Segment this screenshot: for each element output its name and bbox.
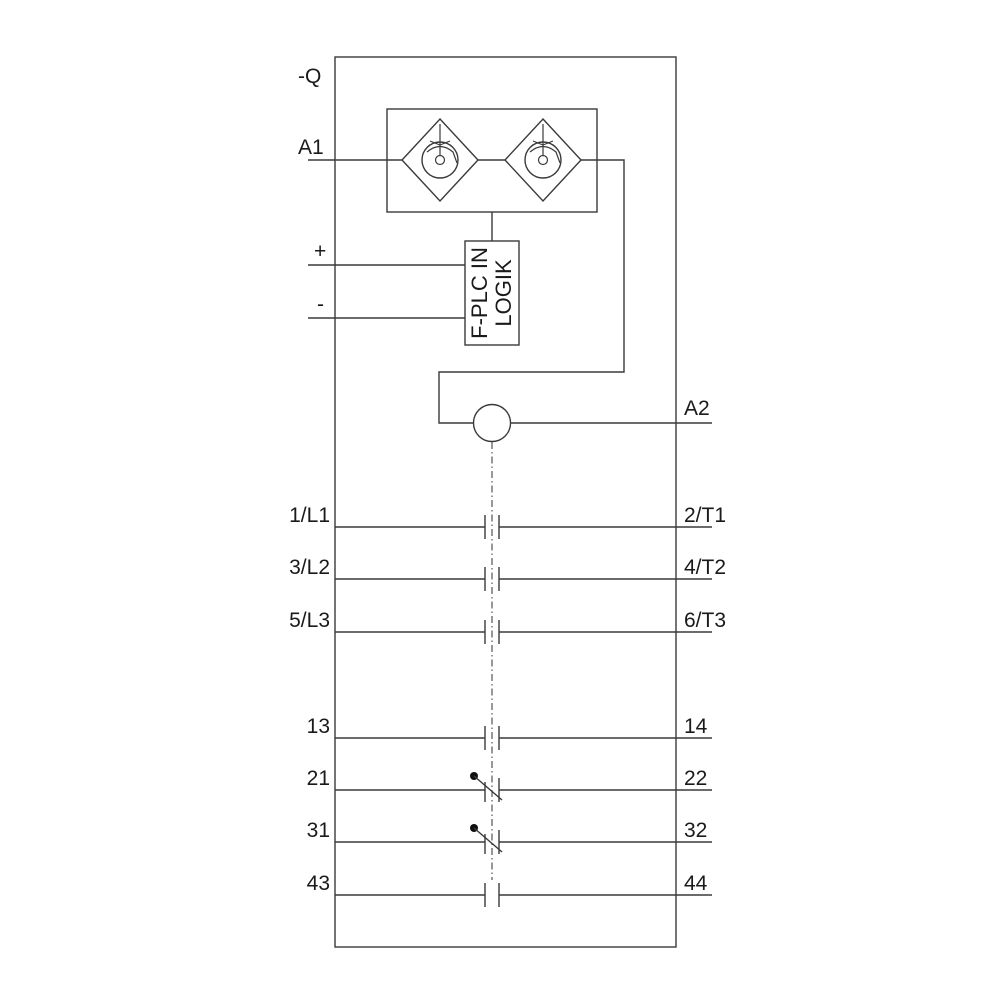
- terminal-a2-label: A2: [684, 397, 710, 420]
- main-contact-2-right-label: 4/T2: [684, 556, 726, 579]
- plc-logic-line2: LOGIK: [491, 259, 516, 327]
- aux-contact-3-nc-blade: [473, 827, 503, 853]
- aux-contact-2-right-label: 22: [684, 767, 707, 790]
- aux-contact-3-left-label: 31: [307, 819, 330, 842]
- main-contact-3-right-label: 6/T3: [684, 609, 726, 632]
- aux-contact-4-right-label: 44: [684, 872, 708, 895]
- sensor-symbol-right: [504, 117, 582, 203]
- coil-symbol: [472, 403, 512, 443]
- aux-contact-1: 13 14: [307, 715, 712, 750]
- main-contact-3: 5/L3 6/T3: [289, 609, 726, 644]
- aux-contact-2-left-label: 21: [307, 767, 330, 790]
- terminal-minus-label: -: [317, 293, 324, 316]
- plc-logic-box: [464, 240, 520, 346]
- aux-contact-1-right-label: 14: [684, 715, 708, 738]
- aux-contact-3: 31 32: [307, 819, 712, 854]
- main-contact-1-right-label: 2/T1: [684, 504, 726, 527]
- terminal-plus-label: +: [314, 240, 326, 263]
- aux-contact-4: 43 44: [307, 872, 712, 907]
- sensor-to-coil-wire: [438, 159, 625, 424]
- plc-logic-line1: F-PLC IN: [467, 247, 492, 339]
- contacts-group: 1/L1 2/T1 3/L2 4/T2 5/L3 6/T3 13 14 21 22 31 32 43 44: [289, 504, 726, 907]
- main-contact-1-left-label: 1/L1: [289, 504, 330, 527]
- sensor-symbol-left: [401, 117, 479, 203]
- device-enclosure: [334, 56, 677, 948]
- main-contact-2-left-label: 3/L2: [289, 556, 330, 579]
- aux-contact-3-right-label: 32: [684, 819, 707, 842]
- aux-contact-4-left-label: 43: [307, 872, 330, 895]
- main-contact-2: 3/L2 4/T2: [289, 556, 726, 591]
- aux-contact-1-left-label: 13: [307, 715, 330, 738]
- terminal-a1-label: A1: [298, 136, 324, 159]
- main-contact-1: 1/L1 2/T1: [289, 504, 726, 539]
- main-contact-3-left-label: 5/L3: [289, 609, 330, 632]
- aux-contact-2: 21 22: [307, 767, 712, 802]
- aux-contact-2-nc-blade: [473, 775, 503, 801]
- device-designation: -Q: [298, 65, 321, 88]
